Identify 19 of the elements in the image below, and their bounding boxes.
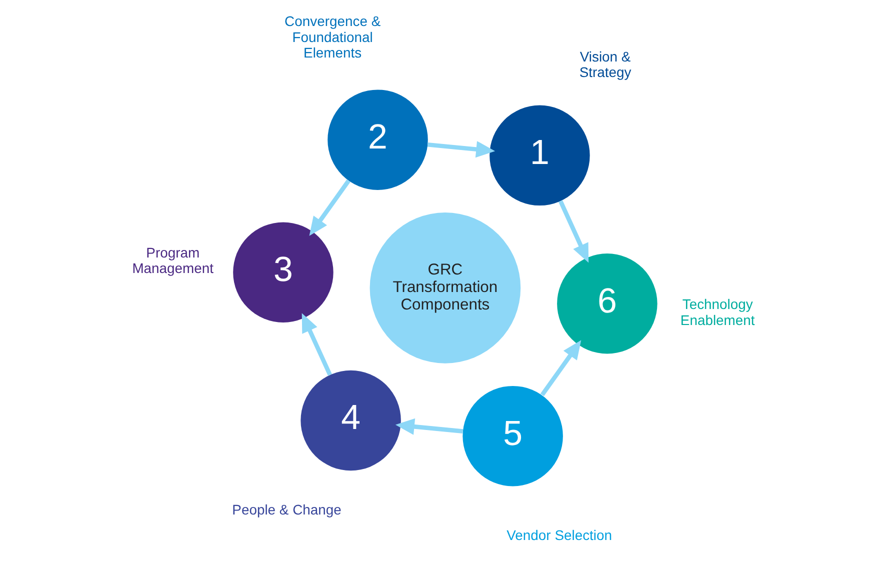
- arrow: [301, 313, 332, 376]
- node-label: Technology Enablement: [680, 296, 754, 328]
- node-circle: 1: [489, 105, 590, 206]
- arrow: [540, 340, 581, 396]
- arrow: [394, 418, 463, 435]
- node-circle: 3: [232, 222, 333, 322]
- node-circle: GRC Transformation Components: [369, 212, 520, 364]
- node-label: People & Change: [232, 501, 341, 518]
- node-label: Vendor Selection: [506, 527, 612, 544]
- node-circle: 5: [462, 386, 562, 486]
- node-circle: 4: [300, 370, 400, 471]
- arrow: [426, 141, 495, 158]
- node-label: Convergence & Foundational Elements: [284, 13, 380, 61]
- node-circle: 6: [556, 254, 657, 354]
- node-label: Vision & Strategy: [578, 48, 631, 80]
- node-label: Program Management: [132, 244, 214, 276]
- arrow: [558, 200, 588, 263]
- arrow: [308, 179, 350, 236]
- node-circle: 2: [327, 90, 428, 190]
